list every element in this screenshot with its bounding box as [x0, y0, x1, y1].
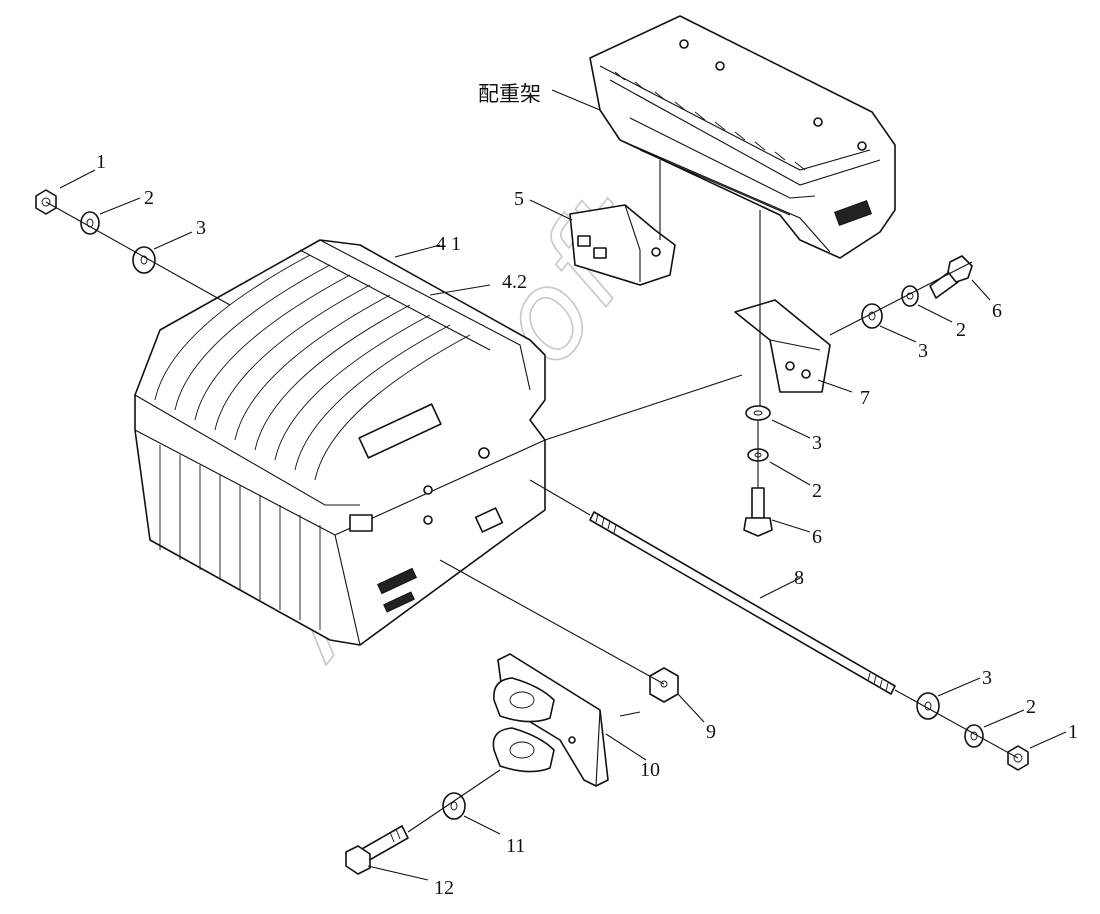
- washer-2-low: [964, 724, 984, 748]
- callout-1-top: 1: [96, 151, 106, 173]
- callout-3-top: 3: [196, 217, 206, 239]
- callout-11: 11: [506, 835, 525, 857]
- frame-label: 配重架: [478, 82, 541, 106]
- bracket-7: [734, 299, 831, 393]
- bolt-6-right: [929, 255, 973, 299]
- callout-6-mid: 6: [812, 526, 822, 548]
- callout-4-2: 4.2: [502, 271, 527, 293]
- callout-2-mid: 2: [812, 480, 822, 502]
- callout-10: 10: [640, 759, 660, 781]
- callout-9: 9: [706, 721, 716, 743]
- washer-3-low: [916, 692, 940, 720]
- callout-2-low: 2: [1026, 696, 1036, 718]
- washer-2-top: [80, 211, 100, 235]
- callout-8: 8: [794, 567, 804, 589]
- callout-2-top: 2: [144, 187, 154, 209]
- square-nut-9: [649, 667, 679, 703]
- bolt-12: [345, 825, 409, 875]
- callout-6-right: 6: [992, 300, 1002, 322]
- bolt-6-mid: [743, 487, 773, 537]
- callout-3-right: 3: [918, 340, 928, 362]
- counterweight-frame: [589, 15, 896, 259]
- washer-3-top: [132, 246, 156, 274]
- washer-3-right: [861, 303, 883, 329]
- counterweight-stack: [134, 239, 546, 646]
- callout-7: 7: [860, 387, 870, 409]
- hitch-bracket-10: [492, 653, 609, 787]
- callout-5: 5: [514, 188, 524, 210]
- callout-3-low: 3: [982, 667, 992, 689]
- callout-1-low: 1: [1068, 721, 1078, 743]
- washer-3-mid: [745, 405, 771, 421]
- callout-3-mid: 3: [812, 432, 822, 454]
- tie-rod-8: [589, 511, 896, 695]
- callout-2-right: 2: [956, 319, 966, 341]
- washer-2-right: [901, 285, 919, 307]
- callout-4-1: 4 1: [436, 233, 461, 255]
- callout-12: 12: [434, 877, 454, 899]
- washer-11: [442, 792, 466, 820]
- bracket-5: [569, 204, 676, 286]
